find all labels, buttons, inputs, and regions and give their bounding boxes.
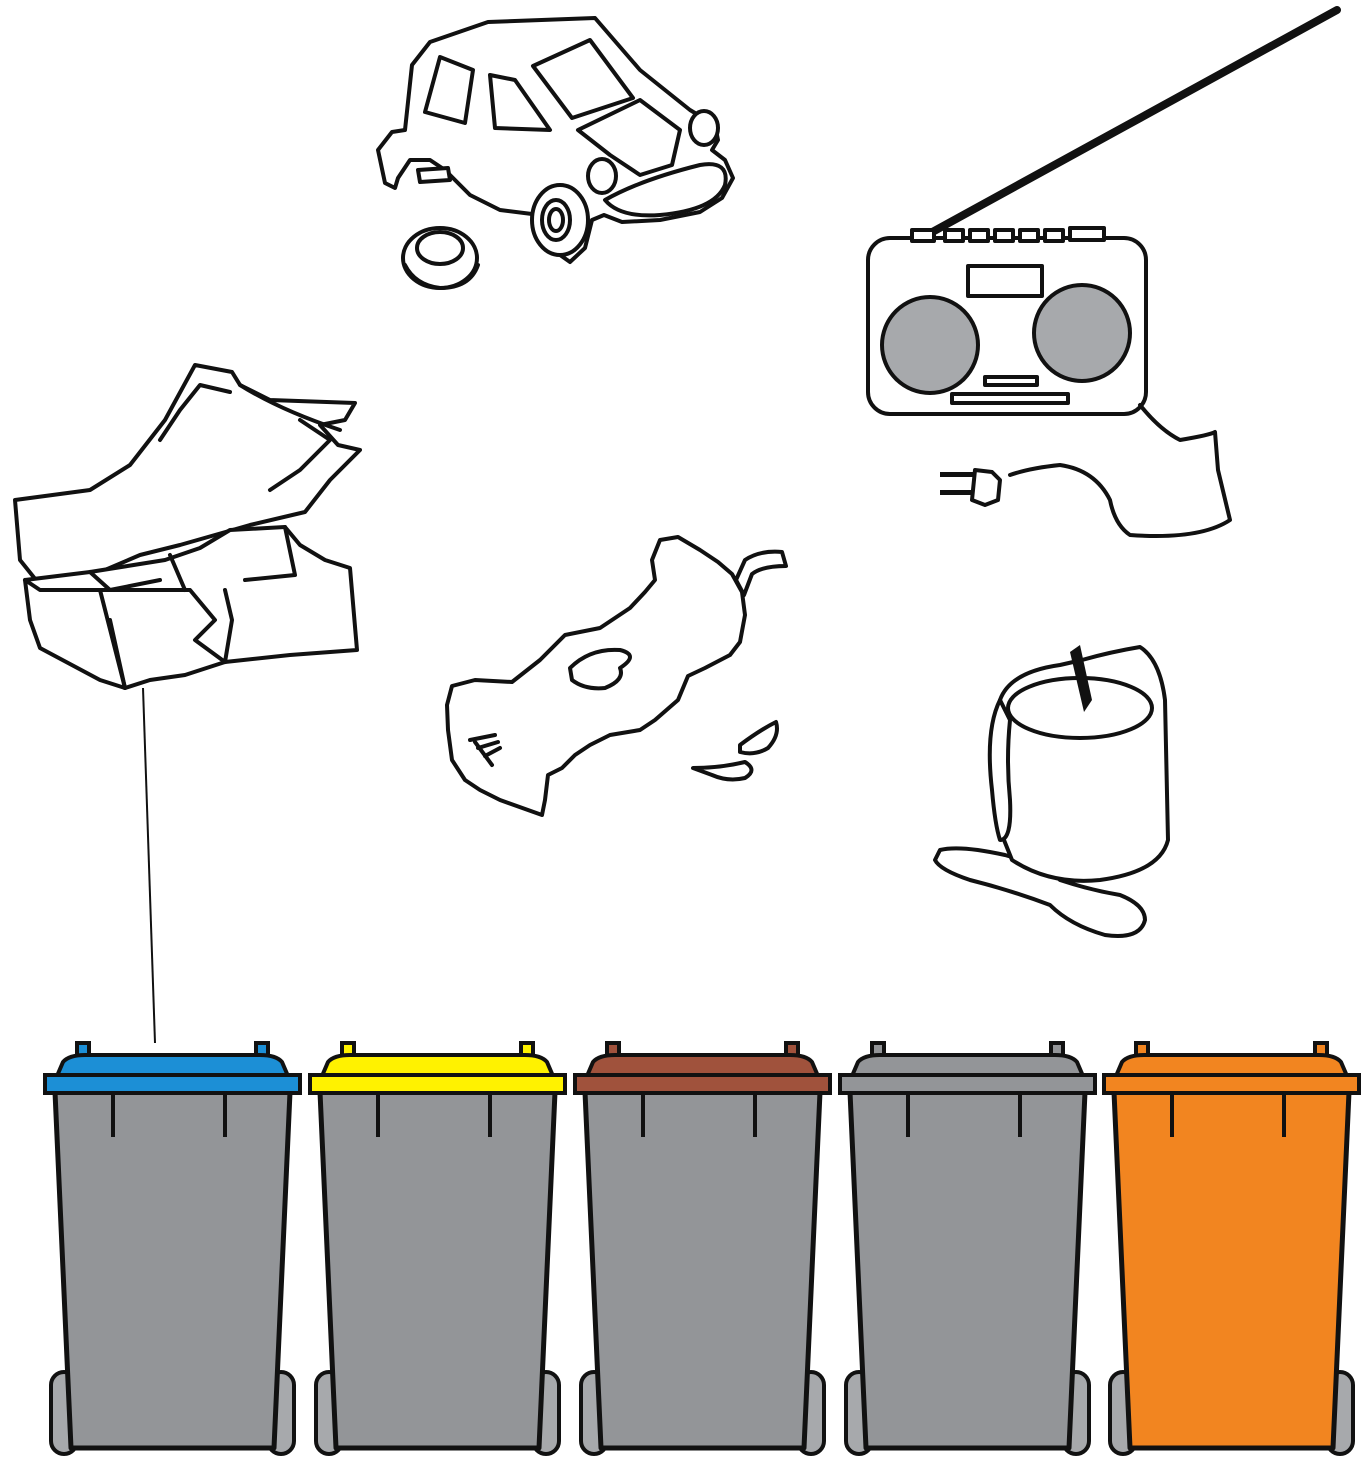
paper-and-cardboard-icon[interactable] [15,365,360,688]
bin-lid-rim [575,1075,830,1093]
bin-lid-rim [310,1075,565,1093]
blue-lid-bin[interactable] [45,1043,300,1454]
bin-body [55,1092,290,1448]
broken-toy-car-icon[interactable] [378,18,733,288]
connector-line-radio [905,10,1337,247]
connector-line-paper-to-blue-bin [143,688,155,1043]
bin-lid [852,1055,1083,1076]
right-speaker-icon [1034,285,1130,381]
bins-row [45,1043,1359,1454]
orange-bin[interactable] [1104,1043,1359,1454]
bin-body [850,1092,1085,1448]
bin-lid-rim [840,1075,1095,1093]
brown-lid-bin[interactable] [575,1043,830,1454]
yellow-lid-bin[interactable] [310,1043,565,1454]
bin-body [320,1092,555,1448]
melted-candle-icon[interactable] [935,645,1168,936]
boombox-radio-icon[interactable] [868,228,1230,536]
bin-body [1114,1092,1349,1448]
bin-lid [57,1055,288,1076]
apple-core-icon[interactable] [447,537,786,815]
bin-lid [587,1055,818,1076]
gray-lid-bin[interactable] [840,1043,1095,1454]
bin-body [585,1092,820,1448]
bin-lid-rim [1104,1075,1359,1093]
left-speaker-icon [882,297,978,393]
bin-lid-rim [45,1075,300,1093]
bin-lid [322,1055,553,1076]
bin-lid [1116,1055,1347,1076]
